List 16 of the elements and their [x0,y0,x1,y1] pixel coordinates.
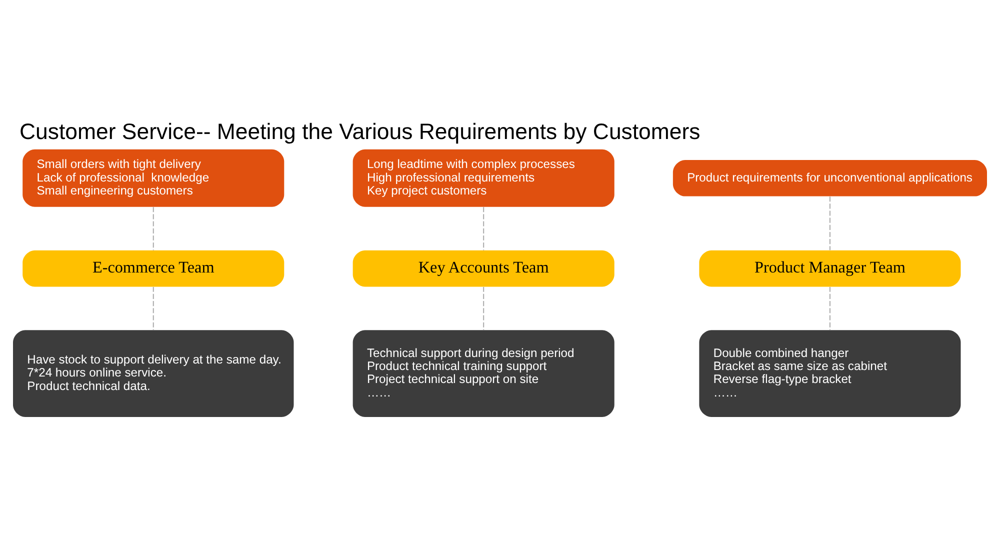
node-box: Long leadtime with complex processes High professional requirements Key project customers [352,148,614,206]
diagram-title: Customer Service-- Meeting the Various Requirements by Customers [20,118,700,144]
connector [152,286,154,330]
node-box: Double combined hanger Bracket as same size as cabinet Reverse flag-type bracket …… [699,330,961,416]
node-box: Have stock to support delivery at the same day. 7*24 hours online service. Product technical data. [13,330,294,416]
node-box: Product requirements for unconventional applications [672,159,987,196]
connector [483,286,484,330]
node-box: Small orders with tight delivery Lack of professional knowledge Small engineering customers [22,148,284,206]
node-box: E-commerce Team [22,250,284,286]
connector [829,196,830,250]
connector [483,206,484,250]
node-box: Technical support during design period Product technical training support Project technical support on site …… [352,330,614,416]
node-box: Product Manager Team [699,250,961,286]
connector [829,286,830,330]
connector [152,206,154,250]
node-box: Key Accounts Team [352,250,614,286]
